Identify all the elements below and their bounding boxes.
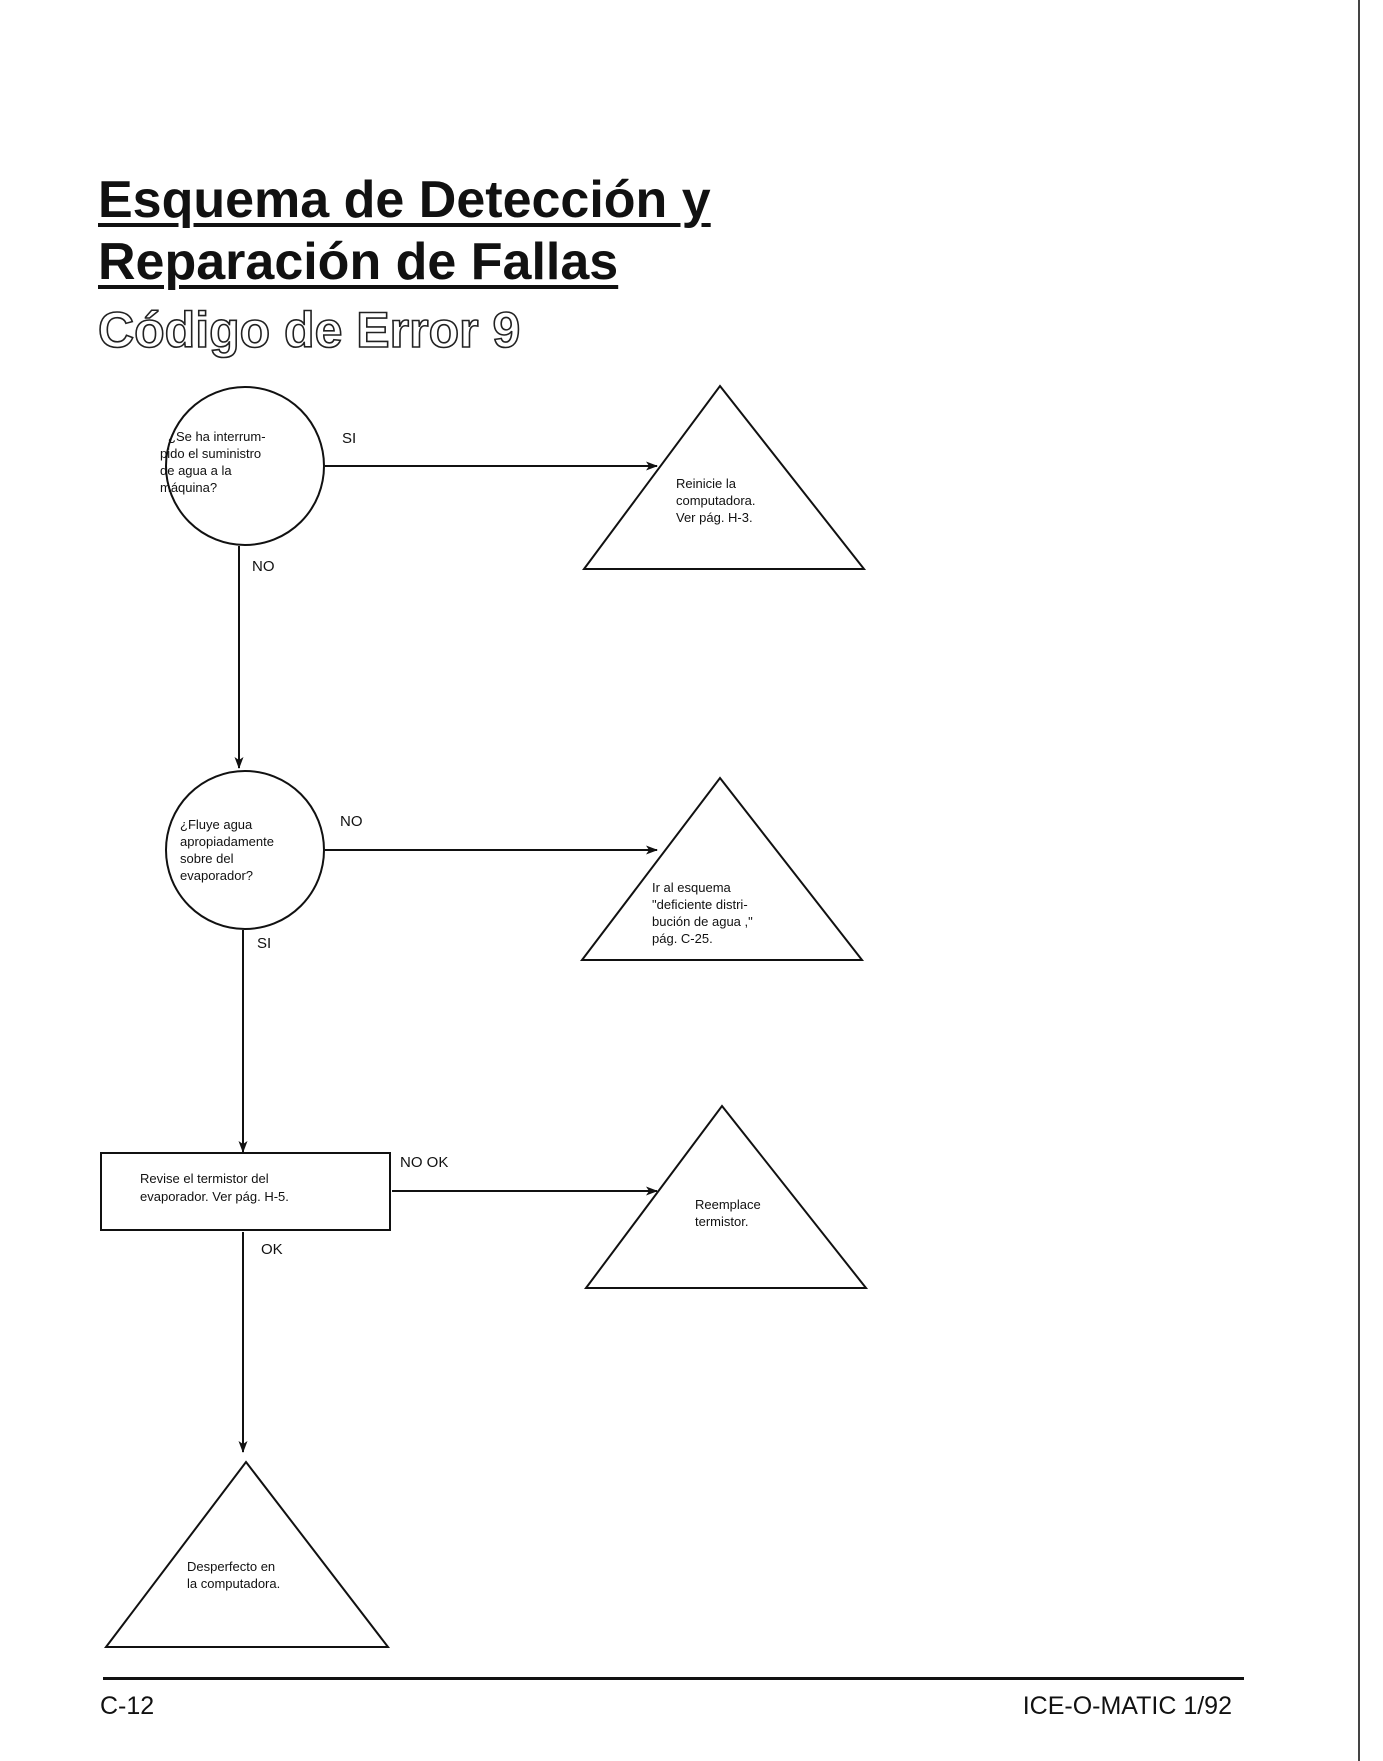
page-edge-line bbox=[1358, 0, 1360, 1761]
decision-water-flow bbox=[165, 770, 325, 930]
result-restart-computer bbox=[582, 384, 867, 570]
edge-label-q2-no: NO bbox=[340, 813, 363, 830]
edge-label-action-nook: NO OK bbox=[400, 1154, 448, 1171]
action-check-thermistor bbox=[100, 1152, 391, 1231]
action-check-thermistor-text: Revise el termistor del evaporador. Ver … bbox=[140, 1171, 289, 1204]
page-title-line-2: Reparación de Fallas bbox=[98, 233, 619, 291]
result-replace-thermistor-text: Reemplace termistor. bbox=[695, 1197, 764, 1229]
page-title-line-1: Esquema de Detección y bbox=[98, 171, 711, 229]
decision-water-flow-text: ¿Fluye agua apropiadamente sobre del eva… bbox=[180, 817, 278, 883]
edge-label-q1-no: NO bbox=[252, 558, 275, 575]
result-water-distribution bbox=[579, 776, 865, 961]
footer-divider bbox=[103, 1677, 1244, 1680]
result-water-distribution-text: Ir al esquema "deficiente distri- bución… bbox=[652, 880, 756, 946]
result-computer-fault-text: Desperfecto en la computadora. bbox=[187, 1559, 280, 1591]
edge-label-q2-yes: SI bbox=[257, 935, 271, 952]
edge-label-action-ok: OK bbox=[261, 1241, 283, 1258]
page-number: C-12 bbox=[100, 1692, 155, 1720]
result-computer-fault bbox=[103, 1460, 391, 1648]
result-restart-computer-text: Reinicie la computadora. Ver pág. H-3. bbox=[676, 476, 759, 525]
footer-brand: ICE-O-MATIC 1/92 bbox=[1022, 1692, 1232, 1720]
edge-label-q1-yes: SI bbox=[342, 430, 356, 447]
decision-water-supply-text: ¿Se ha interrum- pido el suministro de a… bbox=[160, 429, 269, 495]
page-subtitle: Código de Error 9 bbox=[97, 301, 521, 359]
result-replace-thermistor bbox=[584, 1104, 869, 1289]
decision-water-supply bbox=[165, 386, 325, 546]
